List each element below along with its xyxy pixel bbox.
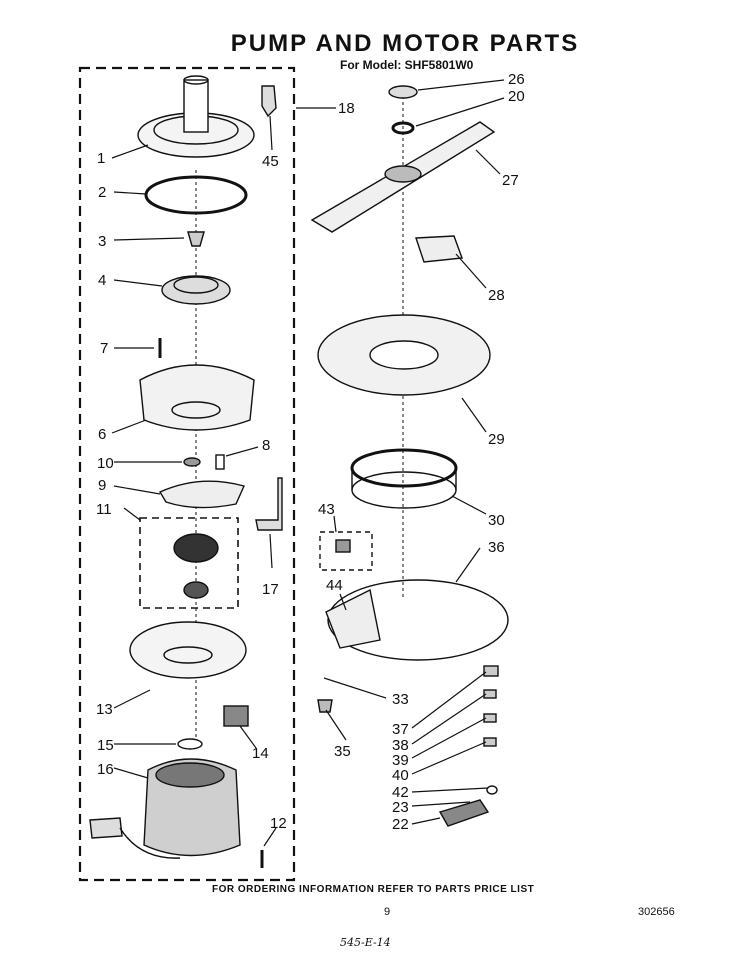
small-part-a xyxy=(483,665,499,677)
callout-15: 15 xyxy=(97,737,114,754)
page-title: PUMP AND MOTOR PARTS xyxy=(230,30,580,57)
callout-26: 26 xyxy=(508,71,525,88)
impeller-part xyxy=(161,275,231,305)
callout-27: 27 xyxy=(502,172,519,189)
callout-13: 13 xyxy=(96,701,113,718)
callout-16: 16 xyxy=(97,761,114,778)
callout-33: 33 xyxy=(392,691,409,708)
subassembly-boundary xyxy=(139,517,239,609)
kit-43-part xyxy=(335,539,351,553)
callout-40: 40 xyxy=(392,767,409,784)
washer-15-part xyxy=(177,738,203,750)
clip-45-part xyxy=(261,85,277,118)
callout-44: 44 xyxy=(326,577,343,594)
callout-38: 38 xyxy=(392,737,409,754)
nut-part xyxy=(187,231,205,247)
motor-mount-part xyxy=(129,621,247,679)
washer-part xyxy=(183,457,201,467)
band-part xyxy=(327,579,509,661)
small-part-b xyxy=(483,689,497,699)
callout-30: 30 xyxy=(488,512,505,529)
callout-36: 36 xyxy=(488,539,505,556)
callout-10: 10 xyxy=(97,455,114,472)
callout-45: 45 xyxy=(262,153,279,170)
callout-11: 11 xyxy=(96,501,112,518)
screw-8-part xyxy=(215,454,225,470)
filter-ring-part xyxy=(350,448,458,509)
callout-3: 3 xyxy=(98,233,106,250)
page-number: 9 xyxy=(384,906,391,918)
callout-17: 17 xyxy=(262,581,279,598)
callout-4: 4 xyxy=(98,272,106,289)
motor-part xyxy=(89,758,241,859)
filter-disk-part xyxy=(317,314,491,396)
plate-part xyxy=(158,480,245,509)
callout-8: 8 xyxy=(262,437,270,454)
bracket-part xyxy=(325,588,381,649)
clip-28-part xyxy=(415,235,463,263)
callout-6: 6 xyxy=(98,426,106,443)
callout-18: 18 xyxy=(338,100,355,117)
handwritten-note: 545-E-14 xyxy=(340,936,391,949)
callout-23: 23 xyxy=(392,799,409,816)
callout-20: 20 xyxy=(508,88,525,105)
o-ring-part xyxy=(144,175,248,215)
callout-12: 12 xyxy=(270,815,287,832)
callout-7: 7 xyxy=(100,340,108,357)
callout-35: 35 xyxy=(334,743,351,760)
callout-37: 37 xyxy=(392,721,409,738)
callout-1: 1 xyxy=(97,150,105,167)
document-number: 302656 xyxy=(638,906,675,918)
callout-29: 29 xyxy=(488,431,505,448)
callout-39: 39 xyxy=(392,752,409,769)
callout-22: 22 xyxy=(392,816,409,833)
callout-42: 42 xyxy=(392,784,409,801)
capacitor-part xyxy=(223,705,249,727)
sensor-part xyxy=(255,477,283,531)
rotor-part xyxy=(173,533,219,599)
small-part-c xyxy=(483,713,497,723)
ordering-note: FOR ORDERING INFORMATION REFER TO PARTS … xyxy=(212,884,535,895)
callout-43: 43 xyxy=(318,501,335,518)
ring-20-part xyxy=(391,121,415,135)
cap-26-part xyxy=(388,85,418,99)
callout-28: 28 xyxy=(488,287,505,304)
model-label: For Model: SHF5801W0 xyxy=(340,58,474,72)
valve-part xyxy=(438,799,490,827)
callout-14: 14 xyxy=(252,745,269,762)
pump-housing-part xyxy=(139,364,255,431)
pump-cover-part xyxy=(137,75,255,158)
small-part-e xyxy=(486,785,498,795)
callout-2: 2 xyxy=(98,184,106,201)
callout-9: 9 xyxy=(98,477,106,494)
small-part-d xyxy=(483,737,497,747)
clip-35-part xyxy=(317,699,333,713)
